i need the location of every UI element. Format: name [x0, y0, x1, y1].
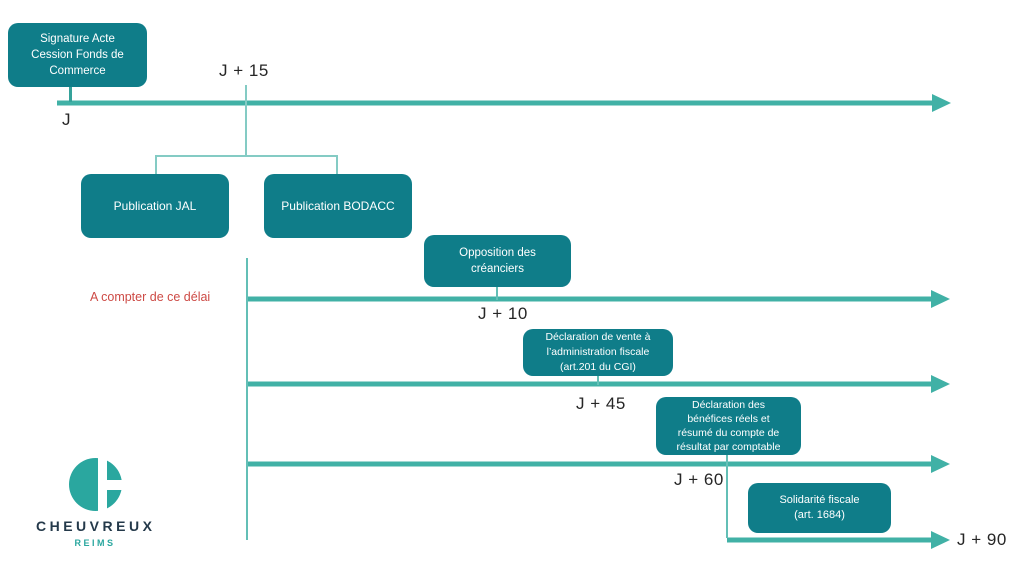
- timeline-arrow-j10: [247, 289, 950, 309]
- box-label: Déclaration des bénéfices réels et résum…: [676, 398, 781, 454]
- box-label: Signature Acte Cession Fonds de Commerce: [31, 32, 124, 78]
- connector-j15-tick: [245, 85, 247, 156]
- connector-benefices-tick: [726, 455, 728, 538]
- milestone-j: J: [62, 110, 71, 129]
- connector-bracket-left-drop: [155, 155, 157, 174]
- note-a-compter-delai: A compter de ce délai: [90, 290, 211, 304]
- arrow-head-icon: [931, 375, 950, 393]
- box-declaration-vente: Déclaration de vente à l’administration …: [523, 329, 673, 376]
- box-label: Déclaration de vente à l’administration …: [545, 331, 651, 373]
- timeline-arrow-j: [57, 93, 951, 113]
- box-label: Publication JAL: [113, 198, 197, 213]
- box-label: Publication BODACC: [281, 198, 395, 213]
- connector-center-vertical: [246, 258, 248, 540]
- connector-signature-tick: [69, 87, 72, 102]
- milestone-j90: J + 90: [957, 530, 1007, 549]
- arrow-head-icon: [932, 94, 951, 112]
- connector-vente-tick: [597, 375, 599, 385]
- box-opposition-creanciers: Opposition des créanciers: [424, 235, 571, 287]
- box-publication-bodacc: Publication BODACC: [264, 174, 412, 238]
- arrow-bar: [247, 381, 935, 387]
- cheuvreux-logo: CHEUVREUX REIMS: [36, 458, 154, 548]
- box-declaration-benefices: Déclaration des bénéfices réels et résum…: [656, 397, 801, 455]
- box-publication-jal: Publication JAL: [81, 174, 229, 238]
- arrow-head-icon: [931, 531, 950, 549]
- arrow-head-icon: [931, 455, 950, 473]
- box-label: Opposition des créanciers: [459, 246, 536, 275]
- logo-city: REIMS: [74, 538, 116, 548]
- connector-opposition-tick: [496, 286, 498, 300]
- arrow-bar: [247, 461, 935, 467]
- milestone-j45: J + 45: [576, 394, 626, 413]
- milestone-j60: J + 60: [674, 470, 724, 489]
- arrow-bar: [57, 100, 936, 106]
- box-signature-acte: Signature Acte Cession Fonds de Commerce: [8, 23, 147, 87]
- arrow-bar: [247, 296, 935, 302]
- box-label: Solidarité fiscale (art. 1684): [779, 493, 860, 521]
- connector-bracket-right-drop: [336, 155, 338, 174]
- milestone-j10: J + 10: [478, 304, 528, 323]
- timeline-arrow-j45: [247, 374, 950, 394]
- timeline-arrow-j90: [727, 530, 950, 550]
- logo-name: CHEUVREUX: [36, 518, 156, 534]
- connector-bracket-horizontal: [155, 155, 338, 157]
- cheuvreux-logo-icon: [68, 458, 122, 511]
- arrow-head-icon: [931, 290, 950, 308]
- milestone-j15: J + 15: [219, 61, 269, 80]
- box-solidarite-fiscale: Solidarité fiscale (art. 1684): [748, 483, 891, 533]
- arrow-bar: [727, 537, 935, 543]
- timeline-arrow-j60: [247, 454, 950, 474]
